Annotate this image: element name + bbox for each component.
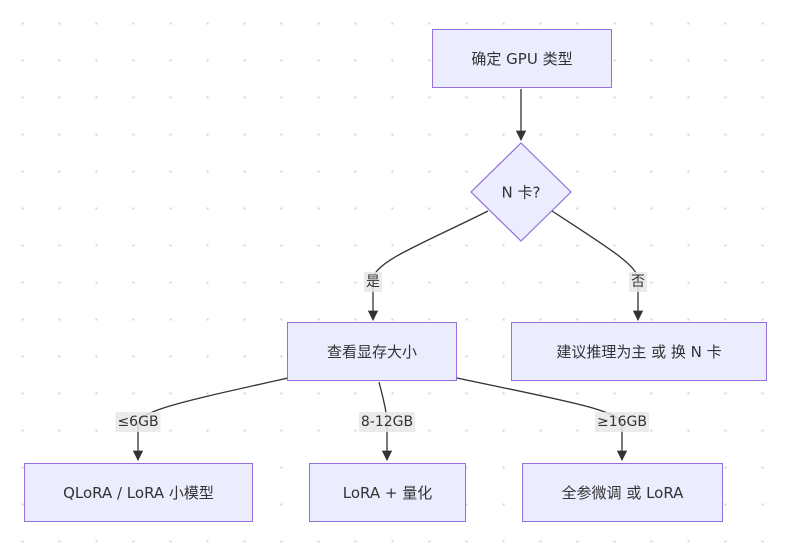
node-check-vram: 查看显存大小 (287, 322, 457, 381)
node-full-label: 全参微调 或 LoRA (561, 484, 684, 502)
node-gpu-type-label: 确定 GPU 类型 (471, 50, 573, 68)
edge-label-high: ≥16GB (595, 412, 649, 432)
node-full: 全参微调 或 LoRA (522, 463, 723, 522)
edge-nvidia-to-suggest (551, 210, 644, 322)
node-check-vram-label: 查看显存大小 (326, 343, 417, 361)
node-qlora: QLoRA / LoRA 小模型 (24, 463, 253, 522)
node-qlora-label: QLoRA / LoRA 小模型 (63, 484, 214, 502)
node-gpu-type: 确定 GPU 类型 (432, 29, 612, 88)
edge-nvidia-to-check-vram (367, 210, 489, 322)
edge-label-low: ≤6GB (115, 412, 161, 432)
node-suggest: 建议推理为主 或 换 N 卡 (511, 322, 767, 381)
decision-diamond-nvidia (470, 142, 572, 242)
node-lora-label: LoRA + 量化 (342, 484, 433, 502)
node-lora: LoRA + 量化 (309, 463, 466, 522)
edge-label-no: 否 (629, 272, 647, 292)
node-nvidia-label: N 卡? (501, 183, 541, 202)
node-suggest-label: 建议推理为主 或 换 N 卡 (556, 343, 722, 361)
edge-label-yes: 是 (364, 272, 382, 292)
edge-label-mid: 8-12GB (358, 412, 416, 432)
